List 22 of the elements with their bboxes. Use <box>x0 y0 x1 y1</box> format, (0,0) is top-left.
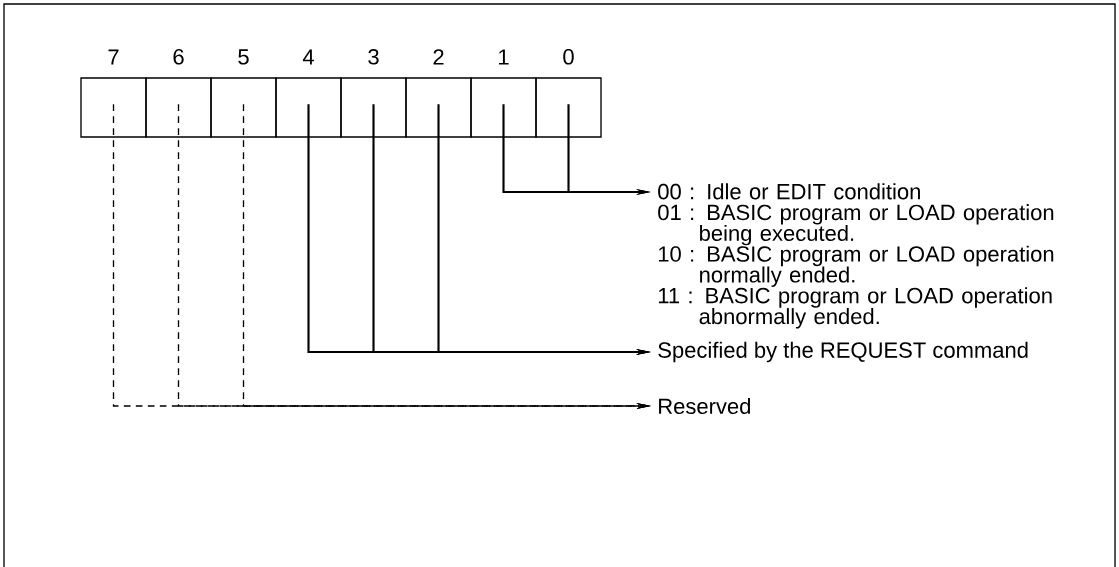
bit-cell: 0 <box>535 49 602 138</box>
code-description: 11 : BASIC program or LOAD operation abnormally ended. <box>658 287 1052 329</box>
code-description: 01 : BASIC program or LOAD operation being executed. <box>658 204 1054 246</box>
bit-cell: 1 <box>470 49 537 138</box>
bit-cell: 5 <box>210 49 277 138</box>
node-label: 2 <box>433 49 444 65</box>
node-label: 0 <box>563 49 574 65</box>
code-description: 10 : BASIC program or LOAD operation normally ended. <box>658 245 1054 287</box>
bit-cell: 2 <box>405 49 472 138</box>
bit-cell: 3 <box>340 49 407 138</box>
node-label: 3 <box>368 49 379 65</box>
node-label: 4 <box>302 49 314 65</box>
bit-cell: 4 <box>275 49 342 138</box>
description-text: Specified by the REQUEST command <box>658 341 1028 363</box>
bit-cell: 6 <box>145 49 212 138</box>
node-label: 5 <box>238 49 249 65</box>
description-text: Reserved <box>659 397 750 415</box>
node-label: 7 <box>108 49 119 65</box>
node-label: 1 <box>499 49 509 65</box>
bit-cell: 7 <box>80 49 147 138</box>
code-description: 00 : Idle or EDIT condition <box>658 183 920 200</box>
node-label: 6 <box>173 49 184 65</box>
